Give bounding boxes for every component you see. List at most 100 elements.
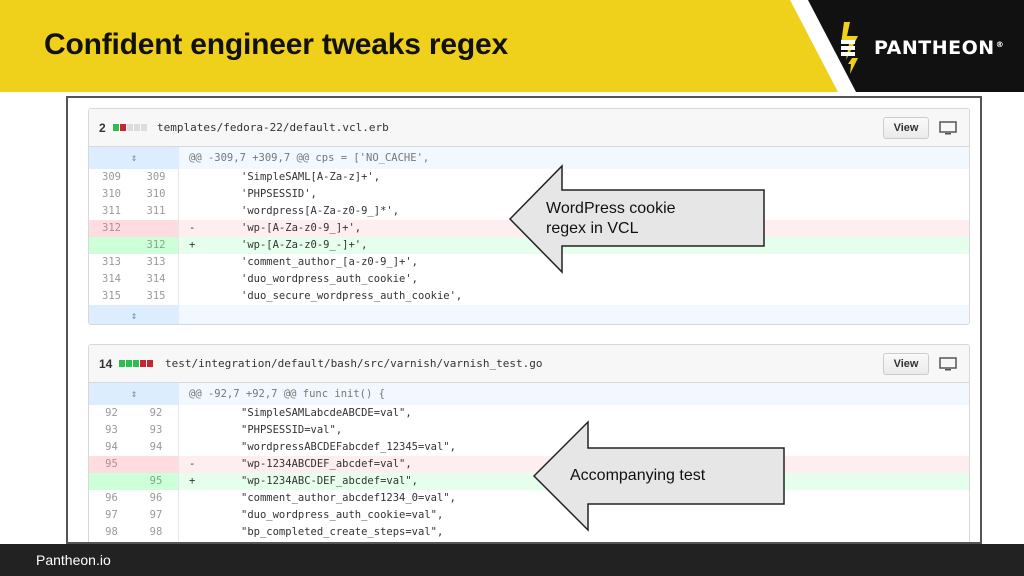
registered-mark: ® — [995, 39, 1005, 49]
code-text: 'PHPSESSID', — [241, 188, 317, 200]
code-text: "wordpressABCDEFabcdef_12345=val", — [241, 441, 456, 453]
old-line-number[interactable]: 98 — [89, 524, 134, 541]
old-line-number[interactable]: 93 — [89, 422, 134, 439]
expand-icon[interactable]: ⇕ — [89, 147, 179, 169]
new-line-number[interactable]: 311 — [134, 203, 179, 220]
pantheon-bolt-icon — [841, 22, 858, 74]
new-line-number[interactable]: 94 — [134, 439, 179, 456]
callout-text-2: Accompanying test — [570, 467, 706, 484]
new-line-number[interactable]: 97 — [134, 507, 179, 524]
expand-row[interactable]: ⇕ — [89, 305, 969, 324]
callout-text-1: WordPress cookie regex in VCL — [546, 199, 676, 239]
footer-bar: Pantheon.io — [0, 544, 1024, 576]
file-header: 2 templates/fedora-22/default.vcl.erb Vi… — [89, 109, 969, 147]
new-line-number[interactable]: 98 — [134, 524, 179, 541]
old-line-number[interactable]: 310 — [89, 186, 134, 203]
pantheon-logo: PANTHEON® — [838, 22, 1004, 74]
code-text: "SimpleSAMLabcdeABCDE=val", — [241, 407, 412, 419]
old-line-number[interactable] — [89, 237, 134, 254]
code-text: 'duo_secure_wordpress_auth_cookie', — [241, 290, 463, 302]
file-header: 14 test/integration/default/bash/src/var… — [89, 345, 969, 383]
slide-title: Confident engineer tweaks regex — [44, 28, 508, 61]
file-path: test/integration/default/bash/src/varnis… — [165, 357, 543, 370]
diff-file-2: 14 test/integration/default/bash/src/var… — [88, 344, 970, 542]
new-line-number[interactable] — [134, 456, 179, 473]
diff-sign: + — [189, 239, 196, 251]
hunk-header: ⇕ @@ -92,7 +92,7 @@ func init() { — [89, 383, 969, 405]
new-line-number[interactable]: 315 — [134, 288, 179, 305]
old-line-number[interactable]: 314 — [89, 271, 134, 288]
new-line-number[interactable]: 96 — [134, 490, 179, 507]
code-text: "duo_wordpress_auth_cookie=val", — [241, 509, 444, 521]
hunk-text: @@ -309,7 +309,7 @@ cps = ['NO_CACHE', — [189, 152, 430, 164]
callout-arrow-1 — [508, 164, 765, 274]
code-text: "bp_completed_create_steps=val", — [241, 526, 444, 538]
view-button[interactable]: View — [883, 117, 929, 139]
diff-sign: + — [189, 475, 196, 487]
old-line-number[interactable]: 315 — [89, 288, 134, 305]
change-count: 14 — [99, 357, 113, 371]
hunk-text: @@ -92,7 +92,7 @@ func init() { — [189, 388, 385, 400]
new-line-number[interactable]: 95 — [134, 473, 179, 490]
old-line-number[interactable]: 309 — [89, 169, 134, 186]
old-line-number[interactable] — [89, 473, 134, 490]
added-line: 95+"wp-1234ABC-DEF_abcdef=val", — [89, 473, 969, 490]
callout-arrow-2 — [532, 420, 785, 532]
brand-name: PANTHEON® — [874, 37, 1004, 59]
code-text: 'wordpress[A-Za-z0-9_]*', — [241, 205, 400, 217]
old-line-number[interactable]: 313 — [89, 254, 134, 271]
old-line-number[interactable]: 95 — [89, 456, 134, 473]
view-button[interactable]: View — [883, 353, 929, 375]
code-text: 'wp-[A-Za-z0-9_]+', — [241, 222, 362, 234]
diffstat-blocks — [119, 360, 153, 367]
old-line-number[interactable]: 92 — [89, 405, 134, 422]
new-line-number[interactable]: 313 — [134, 254, 179, 271]
expand-icon[interactable]: ⇕ — [89, 305, 179, 324]
monitor-icon[interactable] — [939, 121, 957, 135]
old-line-number[interactable]: 97 — [89, 507, 134, 524]
expand-icon[interactable]: ⇕ — [89, 383, 179, 405]
new-line-number[interactable]: 310 — [134, 186, 179, 203]
code-text: "wp-1234ABCDEF_abcdef=val", — [241, 458, 412, 470]
title-bar — [0, 0, 860, 92]
hunk-header: ⇕ @@ -309,7 +309,7 @@ cps = ['NO_CACHE', — [89, 147, 969, 169]
code-text: 'duo_wordpress_auth_cookie', — [241, 273, 419, 285]
new-line-number[interactable]: 312 — [134, 237, 179, 254]
old-line-number[interactable]: 311 — [89, 203, 134, 220]
new-line-number[interactable]: 314 — [134, 271, 179, 288]
new-line-number[interactable]: 92 — [134, 405, 179, 422]
diffstat-blocks — [113, 124, 147, 131]
callout-line: WordPress cookie — [546, 200, 676, 217]
code-text: 'comment_author_[a-z0-9_]+', — [241, 256, 419, 268]
old-line-number[interactable]: 96 — [89, 490, 134, 507]
new-line-number[interactable]: 309 — [134, 169, 179, 186]
footer-text: Pantheon.io — [36, 552, 111, 568]
deleted-line: 95 - "wp-1234ABCDEF_abcdef=val", — [89, 456, 969, 473]
diff-sign: - — [189, 458, 196, 470]
code-text: 'SimpleSAML[A-Za-z]+', — [241, 171, 381, 183]
old-line-number[interactable]: 312 — [89, 220, 134, 237]
old-line-number[interactable]: 94 — [89, 439, 134, 456]
new-line-number[interactable] — [134, 220, 179, 237]
callout-line: regex in VCL — [546, 220, 639, 237]
new-line-number[interactable]: 93 — [134, 422, 179, 439]
diff-sign: - — [189, 222, 196, 234]
code-text: "PHPSESSID=val", — [241, 424, 343, 436]
monitor-icon[interactable] — [939, 357, 957, 371]
code-text: 'wp-[A-Za-z0-9_-]+', — [241, 239, 368, 251]
code-text: "comment_author_abcdef1234_0=val", — [241, 492, 456, 504]
